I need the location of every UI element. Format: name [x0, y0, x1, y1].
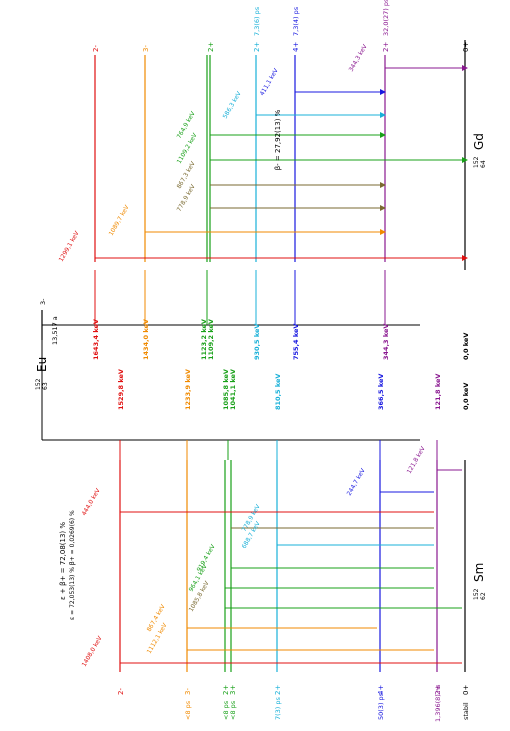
gd-level-energy-3: 1123,2 keV — [200, 319, 208, 360]
gd-spin-7: 0+ — [462, 42, 470, 52]
sm-level-energy-6: 366,5 keV — [377, 374, 385, 410]
gd-gamma-label-2: 1089,7 keV — [108, 203, 131, 237]
gd-spin-4: 2+ — [253, 42, 261, 52]
sm-lifetime-5: 50(3) ps — [377, 692, 385, 720]
eu-halflife: 13,517 a — [51, 316, 59, 345]
sm-spin-8: 0+ — [462, 685, 470, 695]
sm-lifetime-6: 1,396(8) ns — [434, 684, 442, 722]
gd-spin-6: 2+ — [382, 42, 390, 52]
gd-spin-1: 2- — [92, 45, 100, 52]
eu-mass: 152 — [35, 378, 42, 390]
sm-symbol: Sm — [472, 563, 486, 582]
gd-beta-total: β- = 27,92(13) % — [274, 109, 282, 170]
gd-level-energy-7: 344,3 keV — [382, 324, 390, 360]
gd-spin-2: 3- — [142, 45, 150, 52]
sm-level-energy-4: 1041,1 keV — [229, 369, 237, 410]
gd-gamma-label-9: 344,3 keV — [348, 43, 370, 73]
gd-lifetime-1: 7,3(6) ps — [253, 6, 261, 36]
gd-spin-5: 4+ — [292, 42, 300, 52]
gd-mass: 152 — [473, 156, 480, 168]
sm-lifetime-2: <8 ps — [222, 700, 230, 720]
sm-level-energy-2: 1233,9 keV — [184, 369, 192, 410]
sm-gamma-label-1: 1408,0 keV — [81, 634, 104, 668]
gd-level-energy-8: 0,0 keV — [462, 333, 470, 360]
sm-spin-2: 3- — [184, 688, 192, 695]
sm-ec-total: ε + β+ = 72,08(13) % — [59, 522, 67, 600]
sm-spin-1: 2- — [117, 688, 125, 695]
gd-lifetime-2: 7,3(4) ps — [292, 6, 300, 36]
gd-level-energy-2: 1434,0 keV — [142, 319, 150, 360]
gd-gamma-411-arrow — [380, 89, 386, 95]
gd-gamma-1089-arrow — [380, 229, 386, 235]
gd-gamma-label-8: 411,1 keV — [259, 67, 281, 97]
gd-gamma-1299-arrow — [462, 255, 468, 261]
sm-level-energy-7: 121,8 keV — [434, 374, 442, 410]
sm-lifetime-1: <8 ps — [184, 700, 192, 720]
sm-gamma-label-11: 121,8 keV — [406, 445, 428, 475]
gd-gamma-label-7: 586,3 keV — [222, 90, 244, 120]
sm-level-energy-1: 1529,8 keV — [117, 369, 125, 410]
sm-spin-7: 2+ — [434, 685, 442, 695]
sm-z: 62 — [480, 592, 487, 600]
sm-spin-3: 2+ — [222, 685, 230, 695]
sm-lifetime-4: 7(3) ps — [274, 696, 282, 720]
eu-z: 63 — [42, 382, 49, 390]
gd-gamma-1109-arrow — [462, 157, 468, 163]
gd-level-energy-6: 755,4 keV — [292, 324, 300, 360]
sm-spin-5: 2+ — [274, 685, 282, 695]
gd-z: 64 — [480, 160, 487, 168]
gd-nuclide-label: 152 64 Gd — [472, 133, 487, 168]
sm-lifetime-7: stabil — [462, 702, 470, 720]
sm-lifetime-3: <8 ps — [229, 700, 237, 720]
sm-ec-detail: ε = 72,053(13) % β+ = 0,0269(6) % — [69, 510, 76, 620]
gd-symbol: Gd — [472, 133, 486, 150]
sm-nuclide-label: 152 62 Sm — [472, 563, 487, 600]
gd-gamma-586-arrow — [380, 112, 386, 118]
eu-spin: 3- — [39, 298, 47, 305]
gd-spin-3: 2+ — [207, 42, 215, 52]
sm-mass: 152 — [473, 588, 480, 600]
gd-level-energy-1: 1643,4 keV — [92, 319, 100, 360]
sm-spin-6: 4+ — [377, 685, 385, 695]
sm-gamma-label-2: 444,0 keV — [81, 487, 103, 517]
gd-gamma-label-1: 1299,1 keV — [58, 229, 81, 263]
sm-level-energy-8: 0,0 keV — [462, 383, 470, 410]
gd-level-energy-5: 930,5 keV — [253, 324, 261, 360]
gd-gamma-867-arrow — [380, 182, 386, 188]
sm-level-energy-3: 1085,8 keV — [222, 369, 230, 410]
gd-gamma-344-arrow — [462, 65, 468, 71]
sm-gamma-label-10: 244,7 keV — [346, 467, 368, 497]
gd-gamma-764-arrow — [380, 132, 386, 138]
gd-level-energy-4: 1109,2 keV — [207, 319, 215, 360]
sm-spin-4: 3+ — [229, 685, 237, 695]
gd-gamma-778-arrow — [380, 205, 386, 211]
gd-lifetime-3: 32,0(27) ps — [382, 0, 390, 36]
sm-level-energy-5: 810,5 keV — [274, 374, 282, 410]
